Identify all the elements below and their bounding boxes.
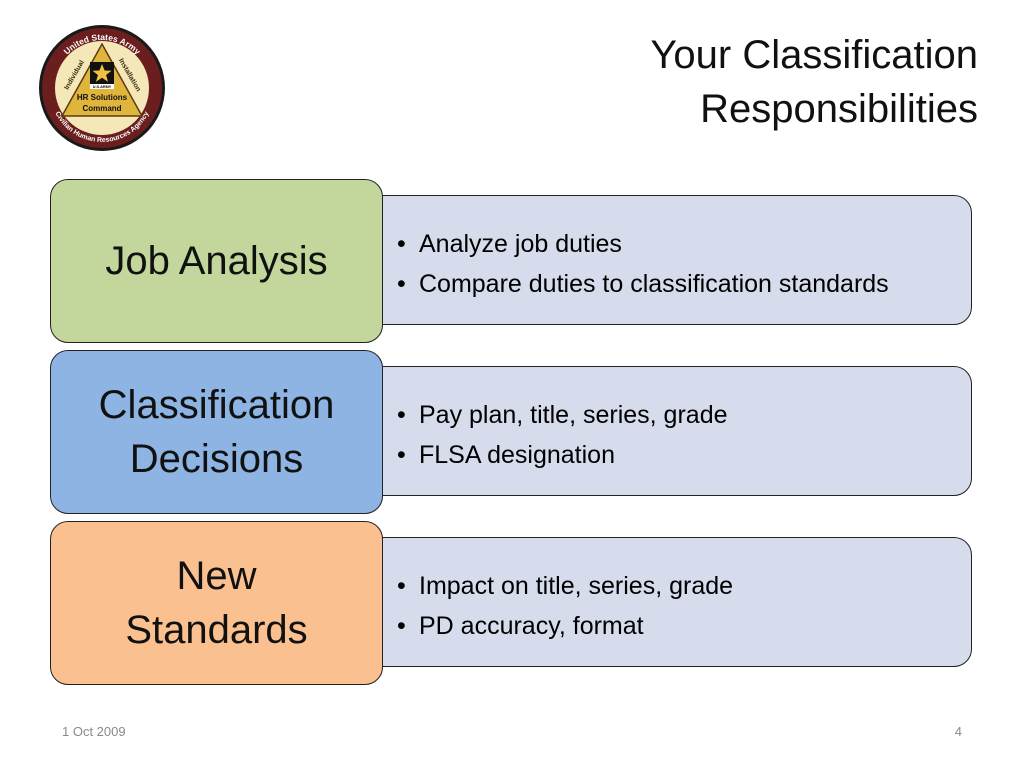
footer-date: 1 Oct 2009 — [62, 724, 126, 739]
label-line1: New — [176, 554, 257, 598]
label-box-classification-decisions: Classification Decisions — [50, 350, 383, 514]
bullet-list: Pay plan, title, series, grade FLSA desi… — [395, 395, 728, 475]
logo-inner-line2: Command — [82, 104, 121, 113]
page-number: 4 — [954, 724, 962, 739]
bullet-item: PD accuracy, format — [395, 606, 733, 646]
label-line1: Classification — [98, 383, 335, 427]
label-box-new-standards: New Standards — [50, 521, 383, 685]
bullet-item: Pay plan, title, series, grade — [395, 395, 728, 435]
army-hr-logo-graphic: United States Army Civilian Human Resour… — [39, 25, 165, 151]
slide-title-line1: Your Classification — [650, 33, 978, 77]
label-line2: Standards — [125, 608, 308, 652]
detail-box: Impact on title, series, grade PD accura… — [350, 537, 972, 667]
label-line2: Decisions — [129, 437, 304, 481]
army-star-icon — [92, 64, 112, 82]
logo-badge-text: U.S.ARMY — [93, 85, 112, 89]
army-hr-logo: United States Army Civilian Human Resour… — [36, 24, 168, 152]
responsibility-row-classification-decisions: Pay plan, title, series, grade FLSA desi… — [50, 350, 974, 514]
bullet-item: Analyze job duties — [395, 224, 889, 264]
bullet-list: Impact on title, series, grade PD accura… — [395, 566, 733, 646]
label-line1: Job Analysis — [105, 239, 328, 283]
label-box-job-analysis: Job Analysis — [50, 179, 383, 343]
responsibility-row-job-analysis: Analyze job duties Compare duties to cla… — [50, 179, 974, 343]
logo-inner-line1: HR Solutions — [77, 93, 128, 102]
slide-title-line2: Responsibilities — [700, 87, 978, 131]
responsibility-row-new-standards: Impact on title, series, grade PD accura… — [50, 521, 974, 685]
bullet-item: Impact on title, series, grade — [395, 566, 733, 606]
detail-box: Analyze job duties Compare duties to cla… — [350, 195, 972, 325]
bullet-item: Compare duties to classification standar… — [395, 264, 889, 304]
slide-title: Your Classification Responsibilities — [378, 28, 978, 136]
bullet-list: Analyze job duties Compare duties to cla… — [395, 224, 889, 304]
bullet-item: FLSA designation — [395, 435, 728, 475]
detail-box: Pay plan, title, series, grade FLSA desi… — [350, 366, 972, 496]
